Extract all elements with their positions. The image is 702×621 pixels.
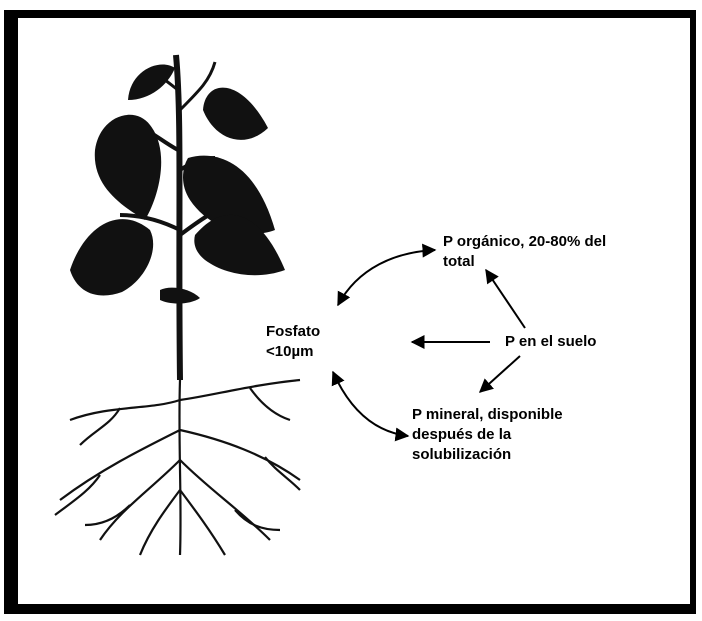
frame — [4, 10, 696, 614]
arrow-organic-phosphate — [338, 250, 435, 305]
node-mineral-line: después de la — [412, 425, 563, 445]
node-phosphate-line: <10µm — [266, 342, 320, 362]
arrow-soil-to-organic — [486, 270, 525, 328]
arrow-soil-to-mineral — [480, 356, 520, 392]
node-organic-line: P orgánico, 20-80% del — [443, 232, 606, 252]
node-phosphate: Fosfato<10µm — [266, 322, 320, 362]
plant-with-roots-icon — [55, 55, 300, 555]
arrow-mineral-phosphate — [333, 372, 408, 436]
node-phosphate-line: Fosfato — [266, 322, 320, 342]
node-soil-line: P en el suelo — [505, 332, 596, 352]
node-mineral-line: solubilización — [412, 445, 563, 465]
node-soil-p: P en el suelo — [505, 332, 596, 352]
node-mineral-line: P mineral, disponible — [412, 405, 563, 425]
node-organic-line: total — [443, 252, 606, 272]
